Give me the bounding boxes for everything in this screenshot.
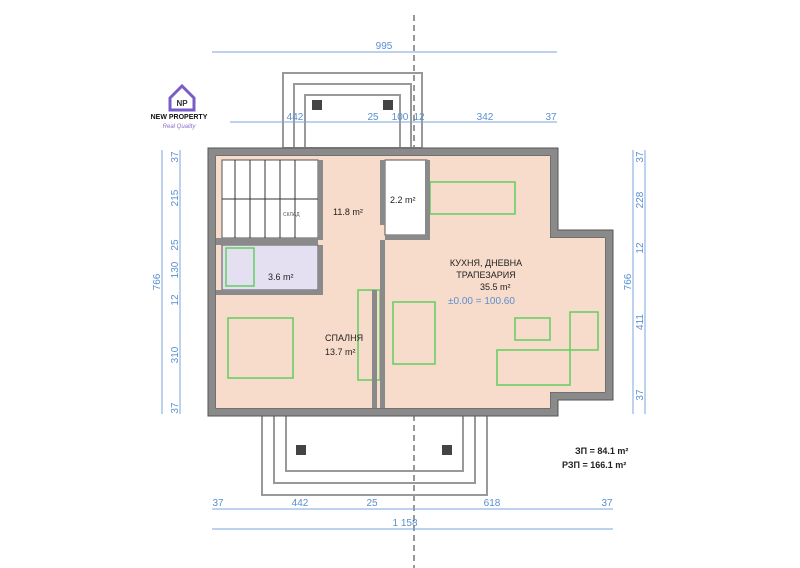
wc-area: 2.2 m² xyxy=(390,195,416,205)
logo-tagline: Real Quality xyxy=(163,124,197,130)
dim-bottom: 618 xyxy=(484,498,501,509)
shower xyxy=(225,247,255,287)
dim-bottom-total: 1 158 xyxy=(392,518,417,529)
dimension-lines xyxy=(161,51,646,530)
logo-mark: NP xyxy=(176,99,188,108)
dim-left: 37 xyxy=(170,402,181,414)
dim-top: 25 xyxy=(367,112,379,123)
kitchen-name-2: ТРАПЕЗАРИЯ xyxy=(456,270,515,280)
dim-left-total: 766 xyxy=(152,273,163,290)
dim-left: 12 xyxy=(170,294,181,306)
dim-right-total: 766 xyxy=(623,273,634,290)
coffee-table xyxy=(514,317,551,341)
kitchen-name-1: КУХНЯ, ДНЕВНА xyxy=(450,258,522,268)
bath-area: 3.6 m² xyxy=(268,272,294,282)
dim-left: 130 xyxy=(170,261,181,278)
bedroom-name: СПАЛНЯ xyxy=(325,333,363,343)
logo-name: NEW PROPERTY xyxy=(151,114,208,121)
dim-top: 442 xyxy=(287,112,304,123)
dim-left: 215 xyxy=(170,189,181,206)
dim-top: 12 xyxy=(413,112,425,123)
dim-right: 37 xyxy=(635,389,646,401)
dim-bottom: 442 xyxy=(292,498,309,509)
dim-top-total: 995 xyxy=(376,41,393,52)
bed xyxy=(227,317,294,379)
sofa xyxy=(496,311,599,386)
wc xyxy=(384,159,428,236)
dim-left: 25 xyxy=(170,239,181,251)
storage-label: СКЛАД xyxy=(283,212,300,218)
dim-right: 228 xyxy=(635,191,646,208)
bottom-portico xyxy=(261,414,488,496)
dim-left: 310 xyxy=(170,346,181,363)
dimension-labels: 995 442 25 100 12 342 37 766 37 215 25 1… xyxy=(152,41,646,529)
dim-right: 12 xyxy=(635,242,646,254)
dim-right: 411 xyxy=(635,314,646,330)
dim-top: 37 xyxy=(545,112,557,123)
dining-table xyxy=(392,301,436,365)
total-built-area: РЗП = 166.1 m² xyxy=(562,460,626,470)
dim-top: 342 xyxy=(477,112,494,123)
dim-left: 37 xyxy=(170,151,181,163)
dim-right: 37 xyxy=(635,151,646,163)
house-icon xyxy=(168,83,196,112)
dim-bottom: 37 xyxy=(601,498,613,509)
kitchen-area: 35.5 m² xyxy=(480,282,511,292)
bathroom xyxy=(221,244,319,291)
dim-top: 100 xyxy=(392,112,409,123)
built-area: ЗП = 84.1 m² xyxy=(575,446,628,456)
logo: NP NEW PROPERTY Real Quality xyxy=(151,83,208,130)
dim-bottom: 25 xyxy=(366,498,378,509)
bedroom-area: 13.7 m² xyxy=(325,347,356,357)
level-mark: ±0.00 = 100.60 xyxy=(448,296,515,307)
hall-area: 11.8 m² xyxy=(333,207,363,217)
top-portico xyxy=(282,72,423,149)
dim-bottom: 37 xyxy=(212,498,224,509)
